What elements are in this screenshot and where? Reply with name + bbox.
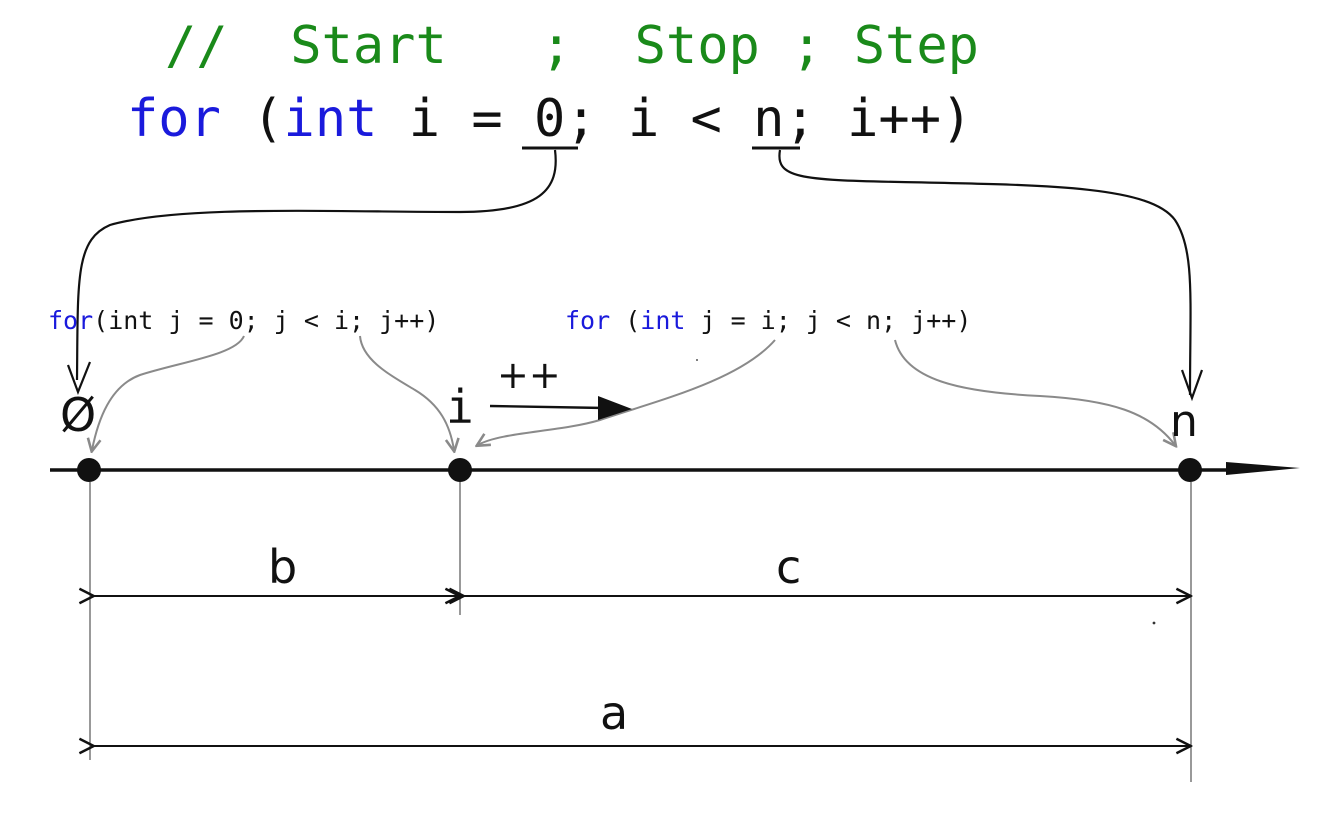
loop-comment: // Start ; Stop ; Step bbox=[165, 16, 979, 76]
stop-connector bbox=[778, 149, 1192, 396]
loop-open-paren: ( bbox=[220, 89, 284, 149]
stray-dot bbox=[1152, 621, 1156, 625]
inner-left-rest: (int j = 0; j < i; j++) bbox=[93, 306, 440, 335]
keyword-for: for bbox=[565, 306, 611, 335]
inner-right-paren: ( bbox=[610, 306, 641, 335]
increment-arrow-head bbox=[598, 396, 632, 420]
label-i: i bbox=[446, 380, 474, 434]
increment-arrow-shaft bbox=[489, 404, 606, 410]
inner-loop-right: for (int j = i; j < n; j++) bbox=[565, 308, 971, 333]
gray-arrow-ji-to-i bbox=[359, 335, 454, 450]
loop-step: ; i++) bbox=[784, 89, 973, 149]
inner-right-rest: j = i; j < n; j++) bbox=[685, 306, 972, 335]
point-zero bbox=[77, 458, 101, 482]
segment-label-a: a bbox=[600, 686, 629, 740]
segment-label-c: c bbox=[776, 540, 802, 594]
stray-dot bbox=[696, 359, 698, 361]
number-line-arrowhead bbox=[1226, 462, 1300, 475]
label-increment: ++ bbox=[497, 353, 561, 397]
inner-loop-left: for(int j = 0; j < i; j++) bbox=[48, 308, 439, 333]
keyword-for: for bbox=[127, 89, 221, 149]
outer-for-loop: for (int i = 0; i < n; i++) bbox=[127, 93, 972, 145]
label-zero: Ø bbox=[60, 388, 97, 442]
keyword-int: int bbox=[283, 89, 378, 149]
gray-arrow-ji-right-to-i bbox=[478, 339, 776, 445]
point-n bbox=[1178, 458, 1202, 482]
loop-condition: ; i < bbox=[565, 89, 754, 149]
start-connector-head bbox=[66, 361, 92, 396]
loop-init: i = bbox=[377, 89, 535, 149]
keyword-for: for bbox=[48, 306, 94, 335]
segment-label-b: b bbox=[268, 540, 298, 594]
gray-arrow-jn-to-n bbox=[894, 339, 1175, 445]
stop-value: n bbox=[753, 89, 785, 149]
keyword-int: int bbox=[640, 306, 686, 335]
start-connector bbox=[75, 149, 557, 381]
gray-arrow-j0-to-zero bbox=[92, 335, 245, 450]
start-value: 0 bbox=[534, 89, 566, 149]
label-n: n bbox=[1170, 396, 1198, 447]
point-i bbox=[448, 458, 472, 482]
stop-connector-head bbox=[1180, 369, 1204, 402]
